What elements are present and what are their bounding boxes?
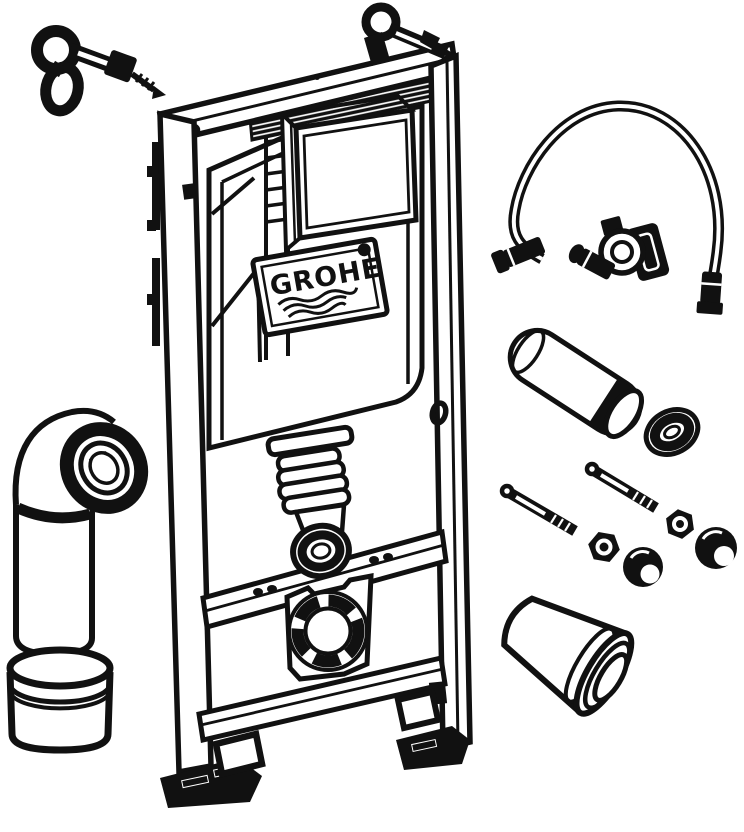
wall-anchor-mounted <box>361 2 458 66</box>
flush-bend <box>265 424 355 580</box>
registered-mark-dot <box>357 243 371 257</box>
outlet-support-bracket <box>284 572 374 682</box>
rail-clip <box>182 183 197 200</box>
wall-profile-strip <box>147 142 160 346</box>
hex-nut-2 <box>666 509 694 539</box>
concealed-cistern: GROHE <box>206 76 438 452</box>
mounting-frame <box>156 40 473 808</box>
angle-valve <box>568 216 670 281</box>
threaded-stud-2 <box>499 483 578 536</box>
cover-cap-2 <box>695 527 737 569</box>
inspection-box <box>277 93 419 255</box>
threaded-stud-1 <box>584 461 659 513</box>
spacer-sleeve <box>6 646 114 754</box>
hose-fitting-right <box>696 271 723 315</box>
left-foot <box>160 730 266 808</box>
hex-nut-1 <box>588 532 620 562</box>
supply-hose <box>491 100 724 315</box>
seal-ring <box>643 407 701 457</box>
flush-cone <box>501 595 635 717</box>
extension-pipe <box>507 327 645 440</box>
cover-cap-1 <box>623 547 663 587</box>
grohe-badge: GROHE <box>250 236 390 338</box>
outlet-elbow <box>12 407 149 658</box>
right-foot <box>394 681 470 770</box>
hose-fitting-left <box>491 237 546 274</box>
wall-anchor-detached <box>31 25 166 117</box>
